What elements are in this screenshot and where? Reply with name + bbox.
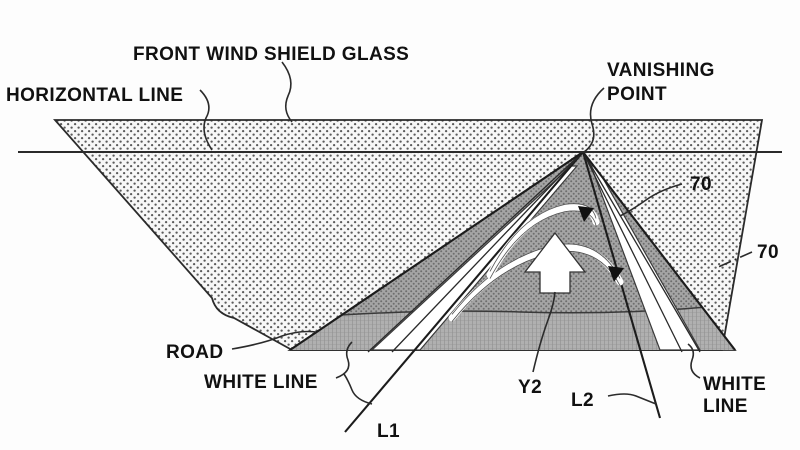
label-y2: Y2 bbox=[518, 377, 542, 398]
leader-horizontal-line bbox=[199, 89, 213, 151]
leader-y2 bbox=[532, 291, 556, 373]
leader-road bbox=[231, 330, 317, 350]
label-l2: L2 bbox=[571, 390, 594, 411]
leader-lines bbox=[199, 61, 753, 405]
leader-white-line-left bbox=[335, 341, 353, 379]
label-road: ROAD bbox=[166, 342, 224, 363]
label-vanishing-point-line1: VANISHING bbox=[607, 60, 715, 81]
label-vanishing-point-line2: POINT bbox=[607, 84, 667, 105]
leader-windshield bbox=[281, 61, 293, 123]
arc-arrowhead-upper bbox=[578, 206, 594, 222]
label-front-wind-shield-glass: FRONT WIND SHIELD GLASS bbox=[133, 44, 409, 65]
leader-white-line-right bbox=[687, 343, 701, 379]
label-ref-70-upper: 70 bbox=[690, 174, 712, 195]
label-l1: L1 bbox=[377, 421, 400, 442]
label-ref-70-lower: 70 bbox=[757, 242, 779, 263]
leader-l1 bbox=[343, 373, 373, 405]
label-horizontal-line: HORIZONTAL LINE bbox=[6, 85, 183, 106]
leader-ref70-upper bbox=[619, 183, 683, 217]
label-white-line-right-line1: WHITE bbox=[703, 374, 766, 395]
label-white-line-left: WHITE LINE bbox=[204, 372, 318, 393]
leader-vanishing-point bbox=[583, 87, 605, 153]
line-l1 bbox=[344, 151, 584, 433]
guidance-arc-inner bbox=[486, 203, 600, 279]
label-white-line-right-line2: LINE bbox=[703, 396, 748, 417]
arc-arrowhead-lower bbox=[608, 266, 624, 282]
leader-l2 bbox=[607, 393, 657, 405]
leader-ref70-lower bbox=[715, 251, 753, 269]
